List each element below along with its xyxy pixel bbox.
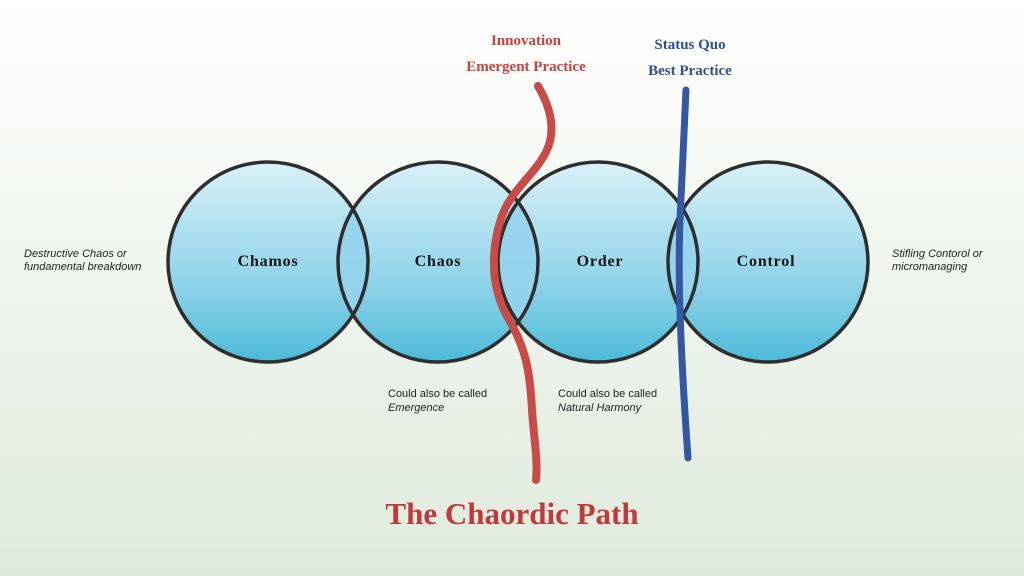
circle-chaos-outline <box>336 160 540 364</box>
right-note-line2: micromanaging <box>892 261 968 273</box>
order-note: Could also be called Natural Harmony <box>558 387 688 415</box>
right-note-line1: Stifling Contorol or <box>892 248 983 260</box>
circle-label-control: Control <box>737 253 796 270</box>
circle-order <box>498 162 698 362</box>
circle-control <box>668 162 868 362</box>
circle-chamos-outline <box>166 160 370 364</box>
status-quo-line2: Best Practice <box>648 63 732 79</box>
circle-chamos <box>168 162 368 362</box>
circle-chaos <box>338 162 538 362</box>
left-note-line2: fundamental breakdown <box>24 261 142 273</box>
innovation-line2: Emergent Practice <box>466 59 586 75</box>
innovation-label: Innovation Emergent Practice <box>446 28 606 80</box>
status-quo-label: Status Quo Best Practice <box>630 32 750 84</box>
circle-label-chamos: Chamos <box>238 253 299 270</box>
diagram-title: The Chaordic Path <box>385 496 639 531</box>
chaos-note: Could also be called Emergence <box>388 387 518 415</box>
right-note: Stifling Contorol or micromanaging <box>892 248 1020 274</box>
order-note-line2: Natural Harmony <box>558 402 642 414</box>
chaordic-path-line <box>489 82 556 484</box>
status-quo-line1: Status Quo <box>654 37 726 53</box>
chaos-note-line1: Could also be called <box>388 388 488 400</box>
innovation-line1: Innovation <box>490 33 562 49</box>
chaos-note-line2: Emergence <box>388 402 445 414</box>
circle-label-chaos: Chaos <box>415 253 462 270</box>
circle-label-order: Order <box>577 253 624 270</box>
left-note: Destructive Chaos or fundamental breakdo… <box>24 248 184 274</box>
circle-control-outline <box>666 160 870 364</box>
circle-order-outline <box>496 160 700 364</box>
status-quo-line <box>675 86 692 462</box>
left-note-line1: Destructive Chaos or <box>24 248 127 260</box>
order-note-line1: Could also be called <box>558 388 658 400</box>
